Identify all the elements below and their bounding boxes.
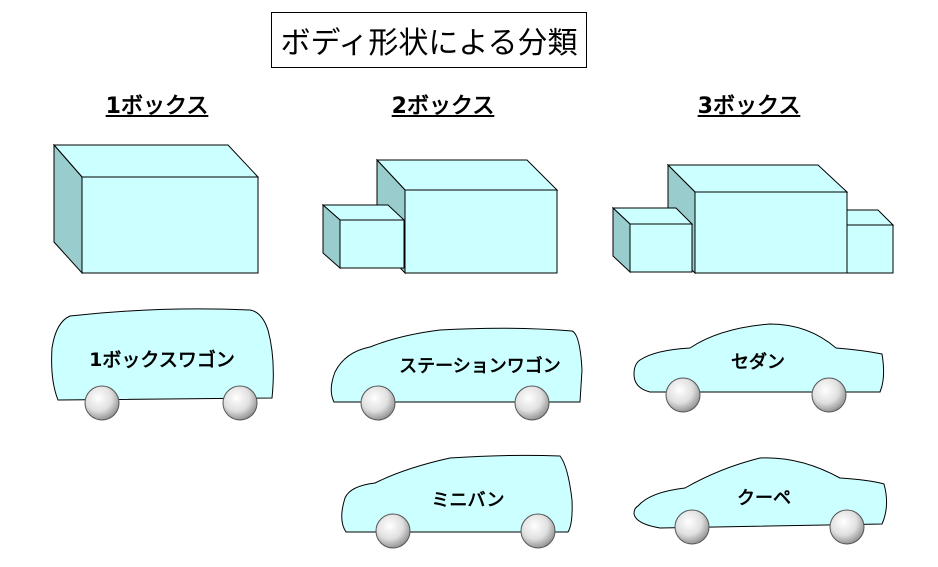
minivan-rear-wheel bbox=[520, 513, 556, 549]
coupe-rear-wheel bbox=[829, 509, 865, 545]
station-wagon-label: ステーションワゴン bbox=[399, 355, 561, 377]
coupe-label: クーペ bbox=[737, 488, 791, 509]
sedan-front-wheel bbox=[665, 377, 701, 413]
three-box-cabin-front bbox=[694, 191, 848, 274]
column-heading-3box: 3ボックス bbox=[697, 94, 801, 119]
station-wagon-body bbox=[330, 327, 583, 403]
three-box-trunk-front bbox=[846, 224, 894, 274]
one-box-shape bbox=[52, 143, 260, 275]
sedan-label: セダン bbox=[731, 351, 785, 373]
one-box-wagon-label: 1ボックスワゴン bbox=[89, 348, 235, 371]
three-box-hood-front bbox=[629, 223, 693, 273]
car-station-wagon: ステーションワゴン bbox=[330, 327, 583, 421]
station-wagon-front-wheel bbox=[360, 385, 396, 421]
diagram-title: ボディ形状による分類 bbox=[271, 12, 587, 68]
one-box-top-face bbox=[52, 144, 260, 178]
sedan-body bbox=[633, 323, 885, 393]
car-sedan: セダン bbox=[633, 323, 885, 413]
minivan-front-wheel bbox=[375, 513, 411, 549]
one-box-wagon-rear-wheel bbox=[222, 385, 258, 421]
one-box-wagon-front-wheel bbox=[84, 385, 120, 421]
station-wagon-rear-wheel bbox=[514, 385, 550, 421]
one-box-front-face bbox=[81, 176, 259, 274]
car-one-box-wagon: 1ボックスワゴン bbox=[51, 308, 274, 421]
three-box-trunk-top bbox=[846, 209, 895, 226]
coupe-front-wheel bbox=[674, 509, 710, 545]
car-coupe: クーペ bbox=[633, 457, 888, 545]
two-box-hood-front bbox=[339, 219, 405, 269]
two-box-cabin-top bbox=[375, 159, 559, 191]
car-minivan: ミニバン bbox=[341, 454, 573, 549]
two-box-cabin-front bbox=[404, 189, 558, 274]
column-heading-1box: 1ボックス bbox=[105, 94, 209, 119]
minivan-label: ミニバン bbox=[432, 490, 505, 511]
column-heading-2box: 2ボックス bbox=[391, 94, 495, 119]
sedan-rear-wheel bbox=[811, 377, 847, 413]
one-box-wagon-body bbox=[51, 308, 274, 401]
three-box-shape bbox=[611, 163, 895, 275]
two-box-shape bbox=[321, 158, 559, 275]
three-box-cabin-top bbox=[666, 164, 849, 193]
